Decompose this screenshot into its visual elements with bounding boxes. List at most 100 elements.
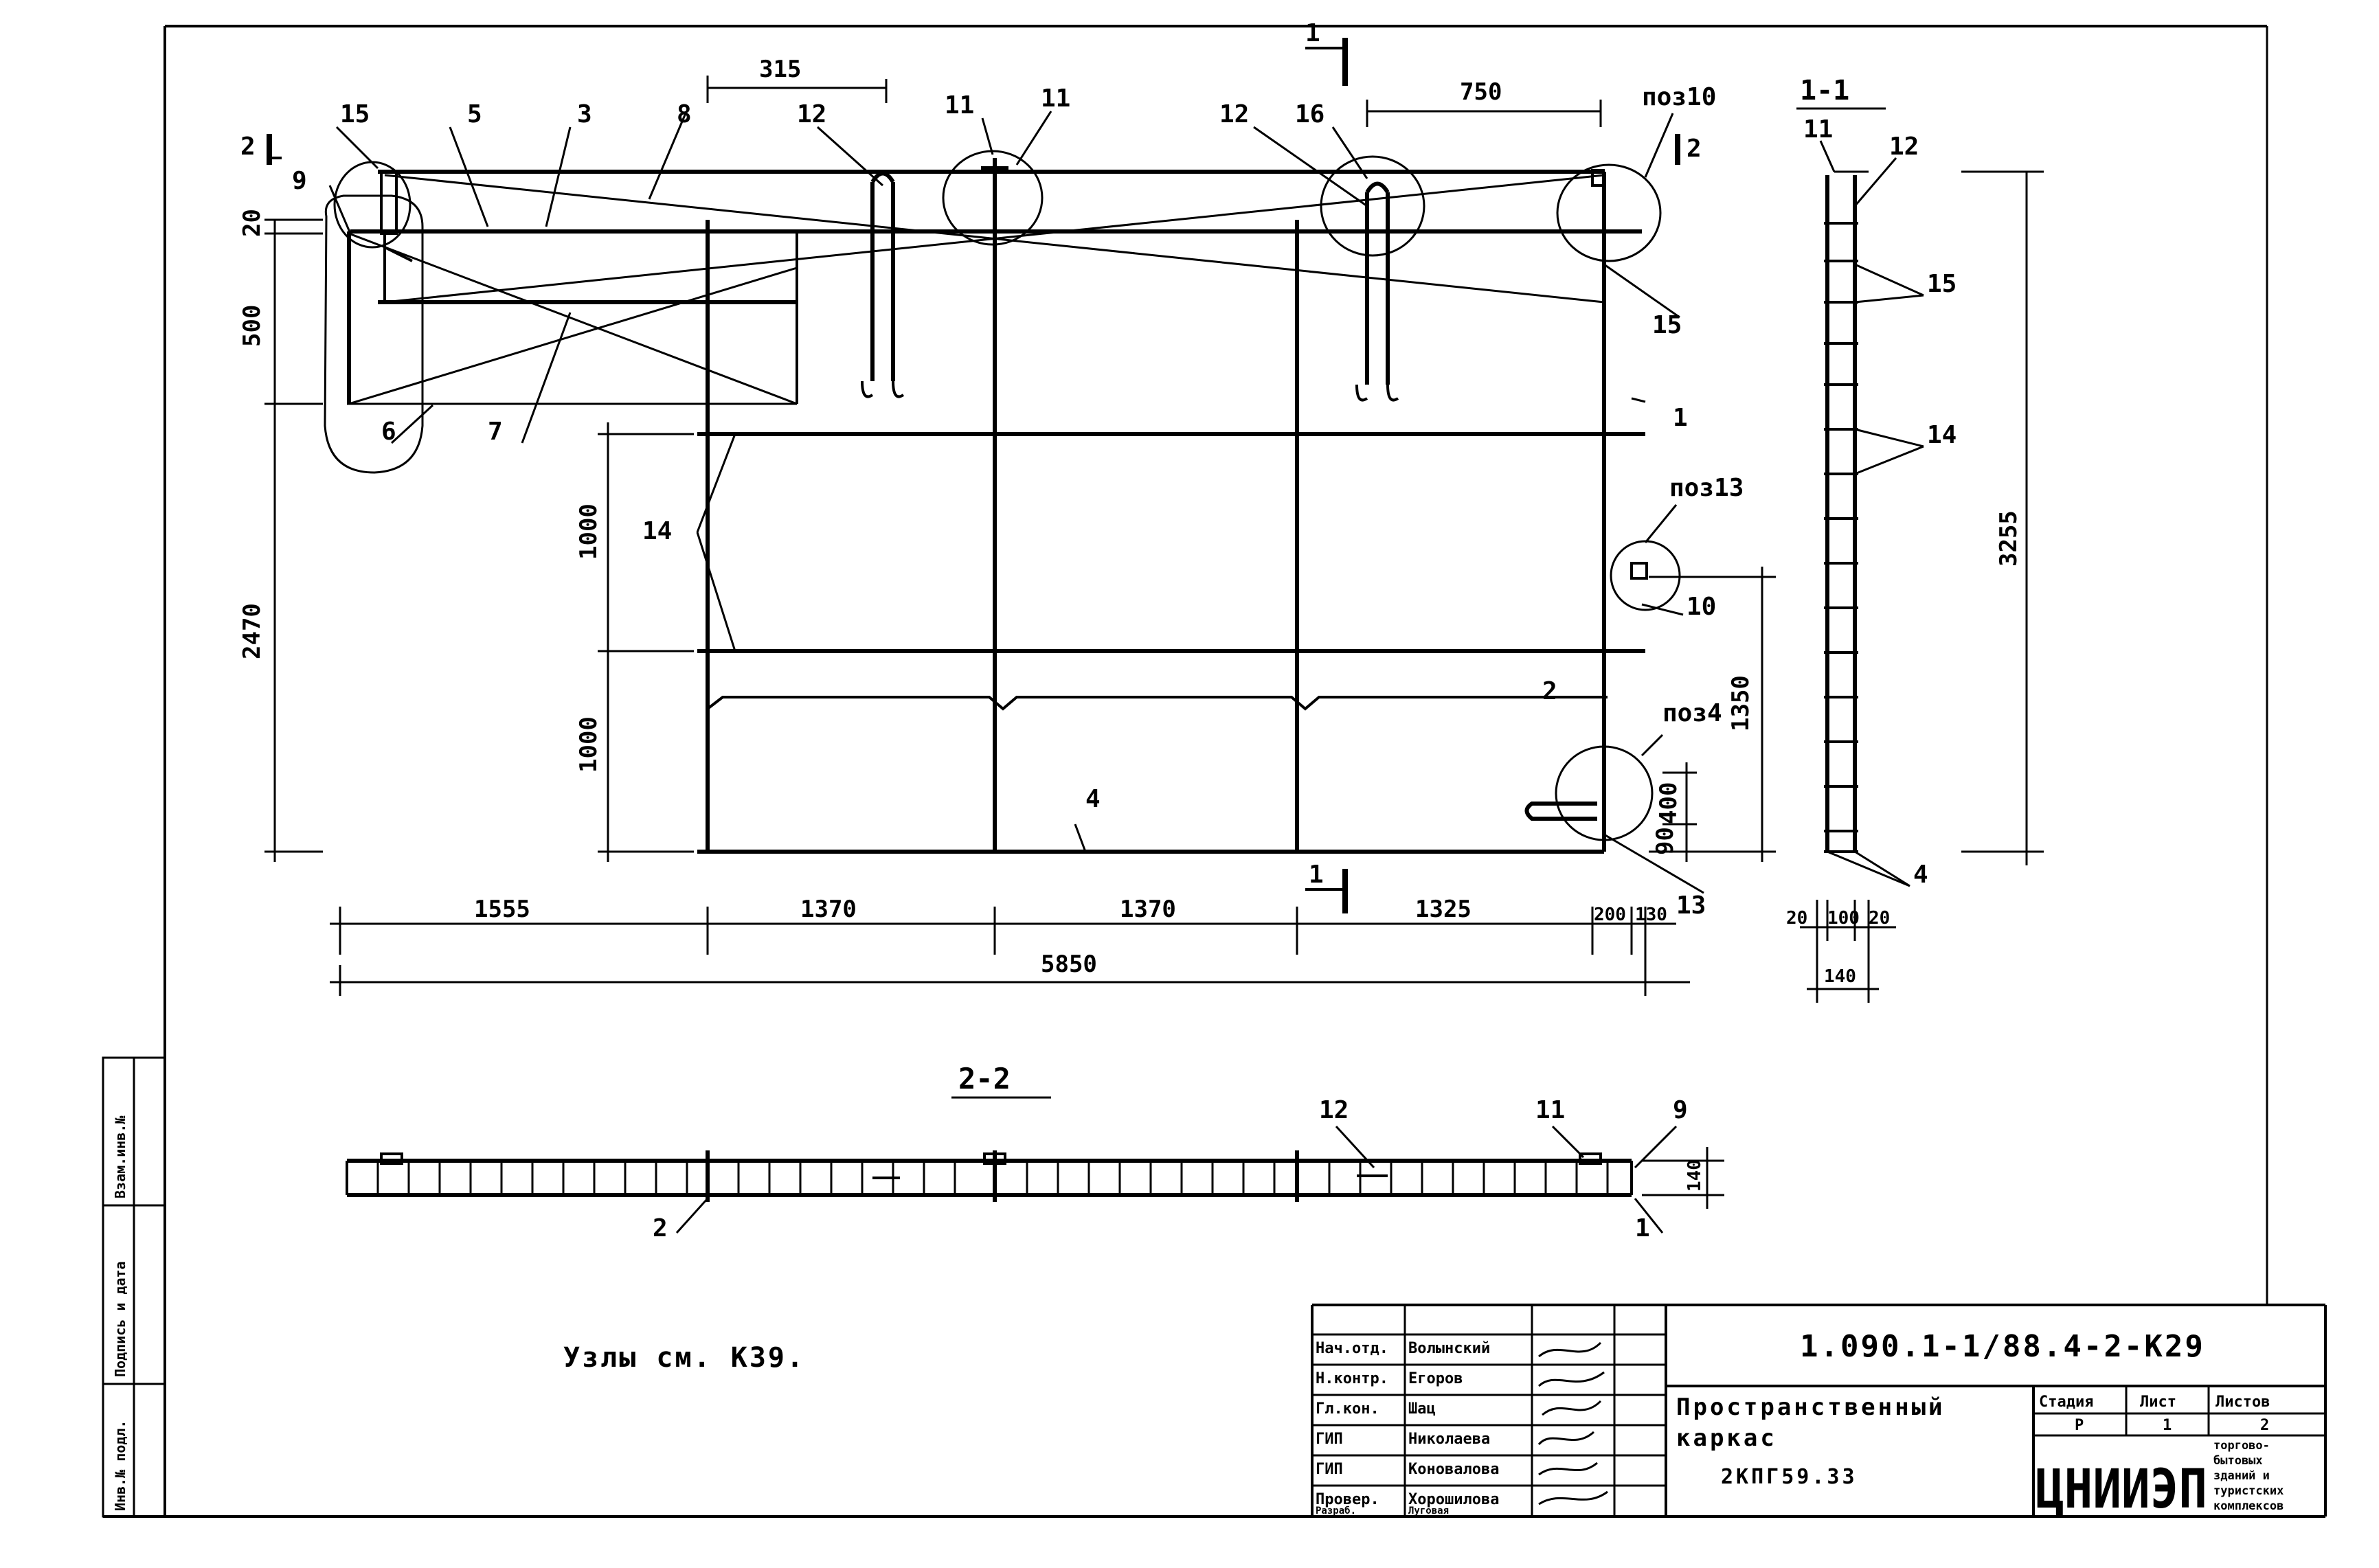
side-stamp: Взам.инв.№ Подпись и дата Инв.№ подл. <box>102 1056 166 1518</box>
section-mark-2-right: 2 <box>1687 135 1702 163</box>
dim-1350: 1350 <box>1727 675 1755 731</box>
pos-label-5: 5 <box>467 100 482 128</box>
org-line5: комплексов <box>2213 1499 2284 1513</box>
dim-1000-lower: 1000 <box>575 716 602 773</box>
pos-label-11b: 11 <box>1041 84 1070 113</box>
dim-1555: 1555 <box>474 896 530 923</box>
org-line1: торгово- <box>2213 1439 2270 1453</box>
tb-name-0: Волынский <box>1408 1340 1490 1357</box>
tb-title-line2: каркас <box>1676 1424 1777 1452</box>
dim-90: 90 <box>1651 827 1679 855</box>
dim-3255: 3255 <box>1995 510 2022 567</box>
tb-role-5: Провер. <box>1316 1491 1379 1508</box>
sheet-frame <box>103 25 2327 1518</box>
dim-1370-a: 1370 <box>800 896 857 923</box>
callout-pos4: поз4 <box>1662 699 1722 727</box>
tb-designation: 1.090.1-1/88.4-2-К29 <box>1800 1329 2205 1364</box>
pos-label-12a: 12 <box>797 100 826 128</box>
dim-130: 130 <box>1635 905 1667 925</box>
pos-label-10: 10 <box>1687 593 1716 621</box>
dim-5850: 5850 <box>1041 951 1097 978</box>
s22-pos-9: 9 <box>1673 1096 1688 1124</box>
org-line4: туристских <box>2213 1484 2284 1498</box>
s11-pos-4: 4 <box>1913 861 1928 889</box>
tb-sheet: 1 <box>2163 1417 2172 1434</box>
s22-pos-2: 2 <box>653 1214 668 1242</box>
pos-label-13: 13 <box>1676 891 1706 920</box>
tb-role-2: Гл.кон. <box>1316 1400 1379 1418</box>
tb-sheet-header: Лист <box>2140 1394 2176 1411</box>
tb-role-4: ГИП <box>1316 1461 1343 1478</box>
section-mark-1-bottom: 1 <box>1309 861 1324 889</box>
pos-label-8: 8 <box>677 100 692 128</box>
section-2-2-title: 2-2 <box>958 1062 1011 1095</box>
tb-name-3: Николаева <box>1408 1431 1490 1448</box>
note-nodes: Узлы см. К39. <box>563 1342 805 1374</box>
tb-title-line1: Пространственный <box>1676 1394 1946 1421</box>
s11-dim-100: 100 <box>1827 908 1860 929</box>
dim-1370-b: 1370 <box>1120 896 1176 923</box>
pos-label-6: 6 <box>381 418 396 446</box>
s22-pos-11: 11 <box>1535 1096 1565 1124</box>
dim-750: 750 <box>1460 78 1502 106</box>
tb-sheets-header: Листов <box>2215 1394 2270 1411</box>
pos-label-16: 16 <box>1295 100 1324 128</box>
pos-label-15b: 15 <box>1652 311 1682 339</box>
s11-dim-140: 140 <box>1824 966 1856 987</box>
dim-1325: 1325 <box>1415 896 1472 923</box>
tb-role-1: Н.контр. <box>1316 1370 1388 1387</box>
side-stamp-col1: Инв.№ подл. <box>112 1420 128 1511</box>
pos-label-3: 3 <box>577 100 592 128</box>
s11-pos-11: 11 <box>1803 115 1833 144</box>
section-mark-1-top: 1 <box>1305 19 1320 47</box>
tb-name-6: Луговая <box>1408 1505 1449 1516</box>
s22-pos-12: 12 <box>1319 1096 1349 1124</box>
tb-name-4: Коновалова <box>1408 1461 1499 1478</box>
org-logo: ЦНИИЭП <box>2036 1459 2207 1521</box>
section-1-1: 1-1 11 12 15 14 4 325 <box>1786 75 2044 1003</box>
tb-mark: 2КПГ59.33 <box>1721 1465 1858 1489</box>
tb-role-0: Нач.отд. <box>1316 1340 1388 1357</box>
side-stamp-col3: Взам.инв.№ <box>112 1115 128 1198</box>
dim-1000-upper: 1000 <box>575 503 602 560</box>
pos-label-15a: 15 <box>340 100 370 128</box>
org-line3: зданий и <box>2213 1469 2270 1483</box>
dim-400: 400 <box>1655 782 1682 824</box>
pos-label-14: 14 <box>642 517 672 545</box>
dim-200: 200 <box>1594 905 1626 925</box>
pos-label-11a: 11 <box>945 91 974 120</box>
s11-dim-20a: 20 <box>1786 908 1807 929</box>
tb-name-2: Шац <box>1408 1400 1436 1418</box>
tb-stage-header: Стадия <box>2039 1394 2093 1411</box>
tb-stage: Р <box>2075 1417 2084 1434</box>
tb-role-6: Разраб. <box>1316 1505 1356 1516</box>
callout-pos10: поз10 <box>1642 83 1716 111</box>
dim-2470: 2470 <box>238 603 266 659</box>
tb-sheets: 2 <box>2260 1417 2269 1434</box>
tb-role-3: ГИП <box>1316 1431 1343 1448</box>
main-elevation: 15 5 3 8 12 11 11 12 16 9 15 6 7 1 14 10… <box>238 19 1776 996</box>
callout-pos13: поз13 <box>1669 474 1744 502</box>
dim-500: 500 <box>238 305 266 347</box>
pos-label-2: 2 <box>1542 677 1557 705</box>
s22-dim-140: 140 <box>1684 1159 1705 1192</box>
section-2-2: 2-2 <box>346 1062 1724 1242</box>
pos-label-7: 7 <box>488 418 503 446</box>
org-line2: бытовых <box>2213 1454 2263 1468</box>
s11-pos-12: 12 <box>1889 133 1919 161</box>
tb-name-1: Егоров <box>1408 1370 1463 1387</box>
pos-label-1: 1 <box>1673 404 1688 432</box>
section-mark-2-left: 2 <box>240 133 256 161</box>
pos-label-4: 4 <box>1085 785 1101 813</box>
section-1-1-title: 1-1 <box>1800 75 1849 106</box>
title-block: Нач.отд. Волынский Н.контр. Егоров Гл.ко… <box>1311 1304 2325 1521</box>
s22-pos-1: 1 <box>1635 1214 1650 1242</box>
pos-label-12b: 12 <box>1219 100 1249 128</box>
dim-20-left: 20 <box>238 209 266 237</box>
s11-pos-15: 15 <box>1927 270 1957 298</box>
dim-315: 315 <box>759 56 801 83</box>
s11-pos-14: 14 <box>1927 421 1957 449</box>
tb-name-5: Хорошилова <box>1408 1491 1499 1508</box>
pos-label-9: 9 <box>292 167 307 195</box>
